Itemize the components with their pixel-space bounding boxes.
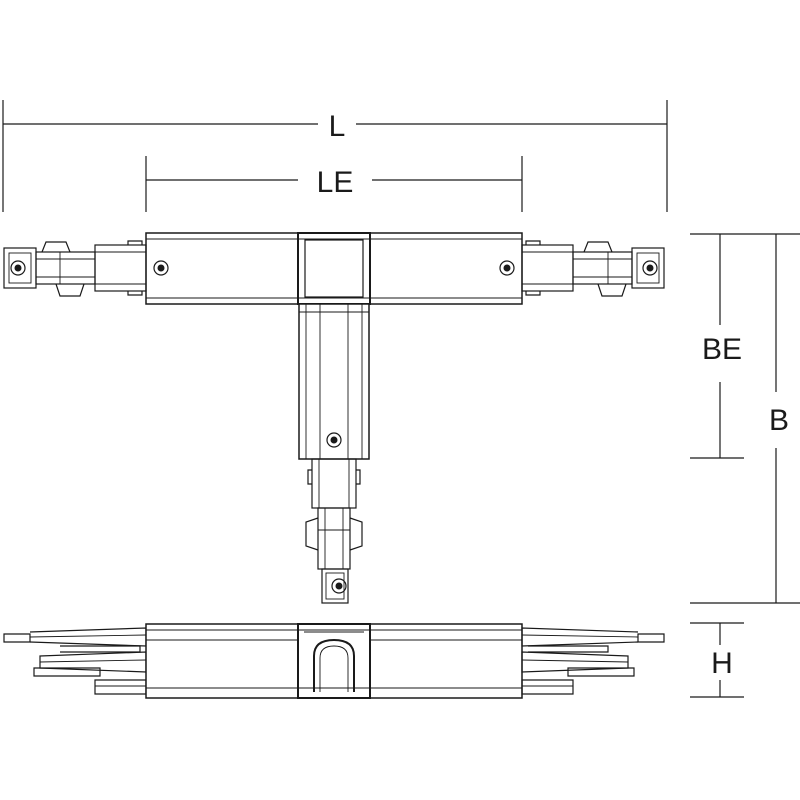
bottom-track-adapter bbox=[305, 458, 363, 604]
screw-icon bbox=[153, 260, 169, 276]
dimension-label-H: H bbox=[711, 647, 733, 680]
dimension-B-BE: BE B bbox=[690, 233, 800, 604]
dimension-label-BE: BE bbox=[702, 333, 742, 366]
dimension-label-LE: LE bbox=[317, 166, 354, 199]
main-housing bbox=[145, 232, 523, 305]
side-housing bbox=[145, 623, 523, 699]
side-view bbox=[3, 623, 665, 699]
left-track-adapter bbox=[3, 240, 147, 297]
screw-icon bbox=[10, 260, 26, 276]
dimension-LE: LE bbox=[145, 156, 523, 212]
dimension-L: L bbox=[2, 100, 668, 212]
right-side-rails bbox=[521, 627, 665, 695]
top-view bbox=[3, 232, 665, 604]
dimension-label-B: B bbox=[769, 404, 789, 437]
left-side-rails bbox=[3, 627, 147, 695]
right-track-adapter bbox=[521, 240, 665, 297]
dimension-H: H bbox=[690, 622, 744, 698]
screw-icon bbox=[326, 432, 342, 448]
branch-housing bbox=[298, 303, 370, 460]
screw-icon bbox=[331, 578, 347, 594]
screw-icon bbox=[499, 260, 515, 276]
screw-icon bbox=[642, 260, 658, 276]
dimension-label-L: L bbox=[329, 110, 346, 143]
